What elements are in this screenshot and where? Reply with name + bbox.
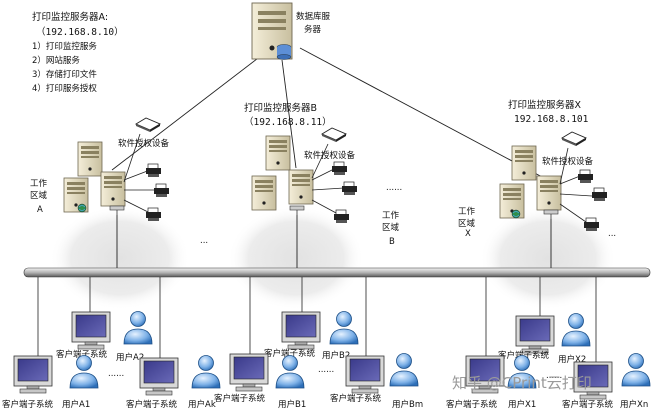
- user-label-a2: 用户A2: [116, 352, 144, 363]
- watermark: 知乎 @CPrint云打印: [452, 374, 592, 392]
- printer-icon: [583, 217, 600, 232]
- client-label: 客户端子系统: [264, 348, 316, 359]
- client-label: 客户端子系统: [562, 399, 614, 410]
- zone-a-label-line1: 工作: [30, 178, 48, 189]
- license-device-x-label: 软件授权设备: [542, 156, 594, 167]
- client-label: 客户端子系统: [2, 399, 54, 410]
- server-a-feature-1: 1）打印监控服务: [32, 41, 97, 52]
- user-label-x1: 用户X1: [508, 399, 536, 410]
- zone-x-label-line1: 工作: [458, 206, 476, 217]
- client-label: 客户端子系统: [126, 399, 178, 410]
- user-label-bm: 用户Bm: [392, 399, 423, 410]
- server-x-title: 打印监控服务器X: [508, 99, 582, 111]
- printer-icon: [145, 207, 162, 222]
- user-icon: [329, 311, 359, 345]
- server-x-backup-icon: [511, 145, 537, 181]
- db-links: [111, 47, 545, 179]
- server-a-feature-3: 3）存储打印文件: [32, 69, 97, 80]
- zone-b-label-line3: B: [389, 237, 395, 247]
- user-label-x2: 用户X2: [558, 354, 586, 365]
- zone-a-label-line2: 区域: [30, 190, 48, 201]
- server-x-ip: 192.168.8.101: [514, 114, 589, 125]
- zone-b-shading: [228, 206, 364, 310]
- printer-icon: [331, 161, 348, 176]
- server-b-icon: [288, 169, 314, 205]
- zone-x-cluster: [499, 131, 608, 268]
- database-server-icon: [251, 2, 293, 60]
- ellipsis-between-zones: ......: [386, 183, 402, 193]
- client-label: 客户端子系统: [56, 349, 108, 360]
- server-x-icon: [536, 175, 562, 211]
- user-icon: [191, 355, 221, 389]
- ellipsis-x-clients: ......: [546, 371, 562, 381]
- client-computer-icon: [515, 315, 555, 354]
- zone-b-label-line2: 区域: [382, 222, 400, 233]
- server-a-ip: （192.168.8.10）: [36, 26, 124, 38]
- zone-b-cluster: [251, 127, 358, 268]
- license-device-a-label: 软件授权设备: [118, 138, 170, 149]
- user-icon: [123, 311, 153, 345]
- network-bus: [23, 267, 651, 278]
- user-icon: [389, 353, 419, 387]
- zone-a-cluster: [63, 117, 170, 268]
- zone-a-shading: [50, 206, 190, 310]
- db-label-line2: 务器: [304, 24, 322, 35]
- user-icon: [621, 353, 651, 387]
- client-computer-icon: [139, 357, 179, 396]
- user-icon: [561, 313, 591, 347]
- printer-icon: [341, 181, 358, 196]
- user-label-ak: 用户Ak: [188, 399, 216, 410]
- client-label: 客户端子系统: [330, 393, 382, 404]
- zone-b-label-line1: 工作: [382, 210, 400, 221]
- user-label-xn: 用户Xn: [620, 399, 648, 410]
- globe-icon: [511, 209, 521, 219]
- printer-icon: [333, 209, 350, 224]
- ellipsis-b-clients: ......: [318, 365, 334, 375]
- client-label: 客户端子系统: [446, 399, 498, 410]
- server-a-title: 打印监控服务器A:: [32, 11, 108, 23]
- ellipsis-a-printers: ...: [200, 236, 208, 246]
- zone-x-label-line3: X: [465, 229, 471, 239]
- server-b-secondary-icon: [251, 175, 277, 211]
- ellipsis-x-printers: ...: [608, 229, 616, 239]
- user-label-b2: 用户B2: [322, 350, 350, 361]
- client-computer-icon: [281, 311, 321, 350]
- client-computer-icon: [345, 355, 385, 394]
- server-a-feature-4: 4）打印服务授权: [32, 83, 97, 94]
- globe-icon: [77, 203, 87, 213]
- license-device-b-icon: [321, 127, 347, 143]
- server-a-backup-icon: [77, 141, 103, 177]
- server-a-icon: [100, 171, 126, 207]
- db-label-line1: 数据库服: [296, 11, 331, 22]
- client-computer-icon: [13, 355, 53, 394]
- printer-icon: [153, 183, 170, 198]
- user-label-a1: 用户A1: [62, 399, 90, 410]
- user-label-b1: 用户B1: [278, 399, 306, 410]
- printer-icon: [145, 163, 162, 178]
- printer-icon: [577, 169, 594, 184]
- server-b-ip: （192.168.8.11）: [244, 116, 332, 128]
- server-b-backup-icon: [265, 135, 291, 171]
- server-a-feature-2: 2）网站服务: [32, 55, 80, 66]
- printer-icon: [591, 187, 608, 202]
- client-computer-icon: [71, 311, 111, 350]
- user-icon: [275, 355, 305, 389]
- license-device-b-label: 软件授权设备: [304, 150, 356, 161]
- client-drop-lines: [37, 277, 597, 362]
- ellipsis-a-clients: ......: [108, 369, 124, 379]
- zone-x-shading: [480, 206, 616, 310]
- zone-x-label-line2: 区域: [458, 218, 476, 229]
- client-computer-icon: [229, 353, 269, 392]
- zone-a-label-line3: A: [37, 205, 43, 215]
- user-icon: [69, 355, 99, 389]
- license-device-x-icon: [561, 131, 587, 147]
- server-b-title: 打印监控服务器B: [244, 102, 317, 114]
- client-label: 客户端子系统: [214, 393, 266, 404]
- license-device-a-icon: [135, 117, 161, 133]
